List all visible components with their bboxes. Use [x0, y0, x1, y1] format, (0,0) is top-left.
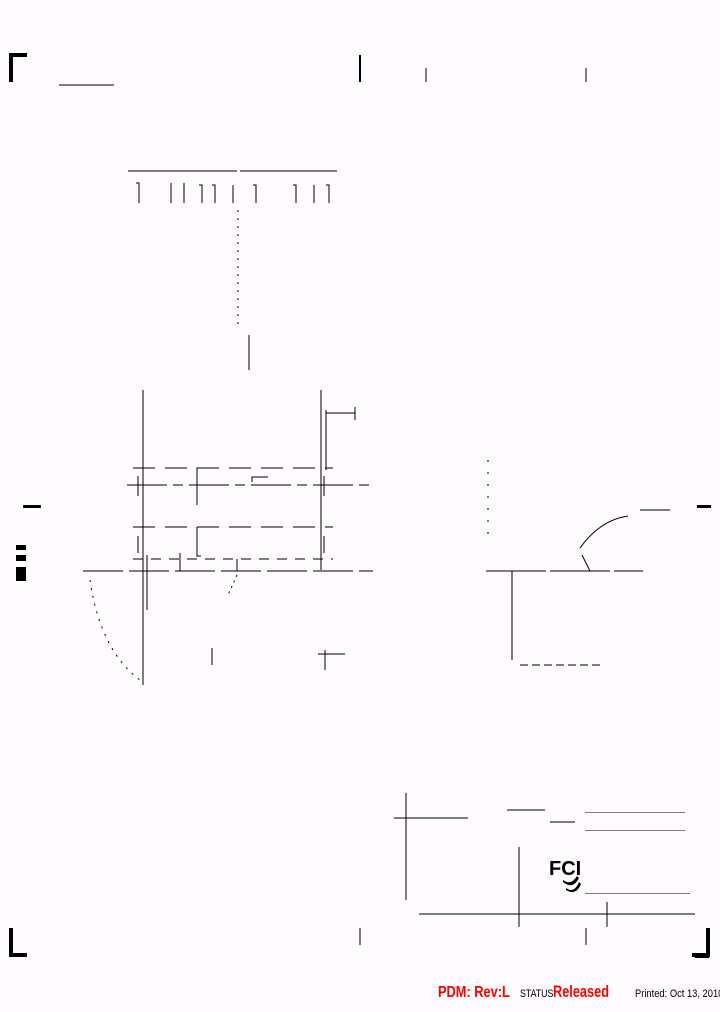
status-value: Released: [553, 982, 610, 1001]
front-view: [83, 390, 373, 685]
printed-date: Printed: Oct 13, 2010: [635, 988, 720, 1000]
pdm-status-bar: PDM: Rev:L STATUS Released Printed: Oct …: [438, 982, 720, 1004]
side-view: [486, 460, 670, 666]
title-block-logo: FCI: [549, 858, 581, 892]
side-logo: [16, 545, 26, 581]
title-block: [394, 793, 695, 927]
fci-logo: FCI: [549, 858, 581, 880]
title-block-text-placeholders: [585, 812, 690, 894]
top-view: [128, 170, 337, 370]
status-label: STATUS: [520, 988, 554, 1000]
pdm-revision: PDM: Rev:L: [438, 984, 510, 1001]
corner-marks: [9, 53, 710, 957]
